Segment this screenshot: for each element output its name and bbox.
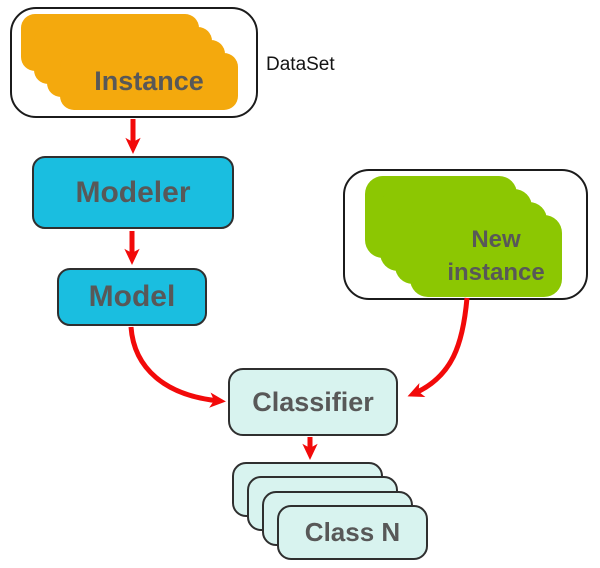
modeler-label: Modeler: [75, 175, 191, 209]
dataset-annotation: DataSet: [266, 54, 335, 75]
class-n-label: Class N: [304, 517, 401, 547]
model-box: Model: [57, 268, 207, 326]
new-instance-label: New instance: [447, 226, 545, 286]
modeler-box: Modeler: [32, 156, 234, 229]
classifier-box: Classifier: [228, 368, 398, 436]
arrow-new-instance-to-classifier: [407, 297, 470, 398]
model-label: Model: [88, 280, 176, 313]
instance-card-front: Instance: [60, 53, 238, 110]
arrow-model-to-classifier: [128, 326, 226, 408]
new-instance-card-front: New instance: [410, 215, 562, 297]
instance-label: Instance: [94, 66, 204, 96]
classifier-label: Classifier: [252, 386, 374, 417]
class-card-front: Class N: [277, 505, 428, 560]
dataset-group-container: Instance: [10, 7, 258, 118]
new-instance-group-container: New instance: [343, 169, 588, 300]
